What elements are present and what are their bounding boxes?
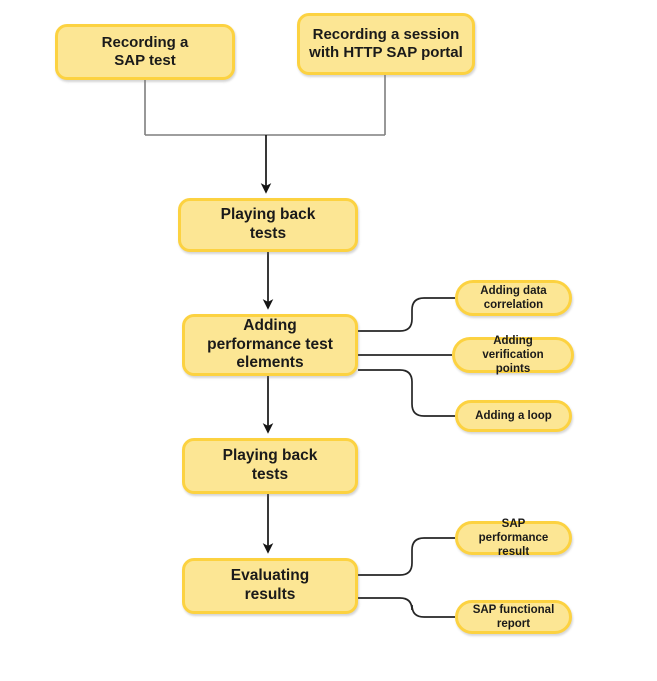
node-adding-verification-points[interactable]: Adding verification points — [452, 334, 574, 376]
node-adding-data-correlation[interactable]: Adding data correlation — [455, 280, 572, 316]
node-label: Recording a SAP test — [101, 33, 189, 69]
connector-adding-elements-to-adding-a-loop — [358, 369, 455, 417]
connector-adding-elements-to-data-correlation — [358, 297, 455, 332]
connector-evaluating-to-sap-functional-report — [358, 597, 455, 618]
node-label: Playing back tests — [222, 447, 318, 483]
node-playing-back-tests-1[interactable]: Playing back tests — [178, 198, 358, 252]
connector-evaluating-to-sap-performance-result — [358, 537, 455, 576]
node-label: SAP performance result — [478, 517, 549, 559]
node-label: Playing back tests — [220, 206, 316, 242]
node-label: Evaluating results — [230, 567, 310, 603]
node-label: Adding data correlation — [480, 284, 547, 311]
node-label: Adding a loop — [475, 409, 552, 422]
node-label: Recording a session with HTTP SAP portal — [309, 25, 463, 61]
node-adding-performance-test-elements[interactable]: Adding performance test elements — [182, 314, 358, 376]
node-label: SAP functional report — [472, 603, 555, 630]
node-playing-back-tests-2[interactable]: Playing back tests — [182, 438, 358, 494]
node-evaluating-results[interactable]: Evaluating results — [182, 558, 358, 614]
node-sap-performance-result[interactable]: SAP performance result — [455, 518, 572, 558]
node-label: Adding verification points — [482, 334, 544, 376]
node-label: Adding performance test elements — [207, 316, 333, 372]
node-recording-http-portal[interactable]: Recording a session with HTTP SAP portal — [297, 13, 475, 75]
node-recording-sap-test[interactable]: Recording a SAP test — [55, 24, 235, 80]
node-adding-a-loop[interactable]: Adding a loop — [455, 400, 572, 432]
node-sap-functional-report[interactable]: SAP functional report — [455, 600, 572, 634]
